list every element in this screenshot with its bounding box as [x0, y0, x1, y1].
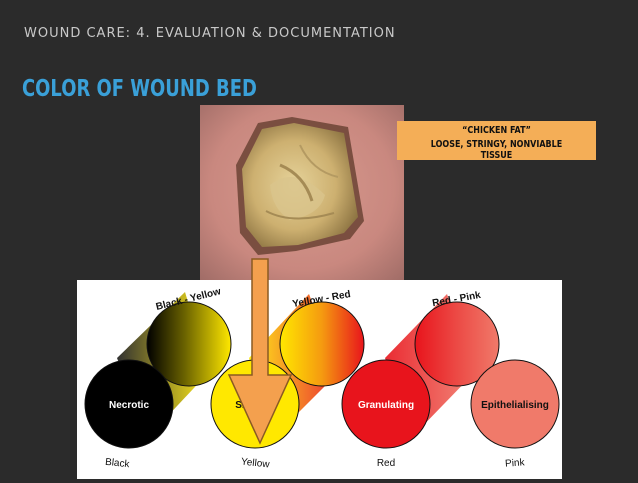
transition-red-pink [414, 301, 500, 387]
wound-photo-image [200, 105, 404, 288]
stage-necrotic [84, 359, 174, 449]
transition-black-yellow [146, 301, 232, 387]
wound-color-diagram: Necrotic Sloughy Granulating Epitheliali… [77, 280, 562, 479]
bottom-label-pink: Pink [505, 457, 526, 469]
stage-granulating [341, 359, 431, 449]
slide-header: WOUND CARE: 4. EVALUATION & DOCUMENTATIO… [24, 26, 396, 41]
chicken-fat-callout: “CHICKEN FAT” LOOSE, STRINGY, NONVIABLE … [397, 121, 596, 161]
wound-color-diagram-svg: Necrotic Sloughy Granulating Epitheliali… [84, 286, 560, 471]
callout-line-1: “CHICKEN FAT” [462, 125, 531, 136]
slide-title: COLOR OF WOUND BED [22, 76, 257, 102]
pointer-arrow [227, 258, 293, 445]
stage-label-necrotic: Necrotic [109, 400, 149, 411]
arrow-down-icon [227, 258, 293, 445]
callout-line-2: LOOSE, STRINGY, NONVIABLE TISSUE [430, 139, 563, 161]
transition-yellow-red [279, 301, 365, 387]
stage-epithelialising [470, 359, 560, 449]
stage-label-granulating: Granulating [358, 400, 414, 411]
stage-label-epithelialising: Epithelialising [481, 400, 549, 411]
bottom-label-black: Black [105, 457, 131, 471]
bottom-label-yellow: Yellow [240, 457, 270, 471]
bottom-label-red: Red [377, 458, 395, 469]
